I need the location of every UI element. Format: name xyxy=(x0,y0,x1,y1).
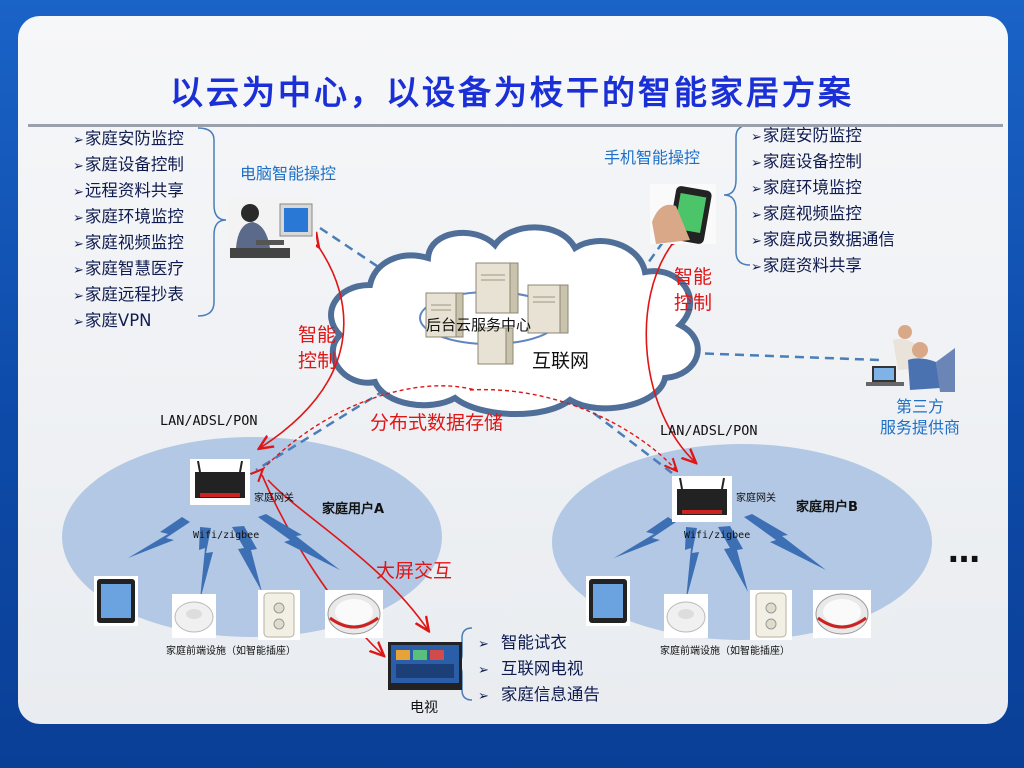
home-gateway-icon-b xyxy=(672,476,732,522)
pc-feature-list: 家庭安防监控 家庭设备控制 远程资料共享 家庭环境监控 家庭视频监控 家庭智慧医… xyxy=(73,127,184,335)
front-end-label-a: 家庭前端设施（如智能插座） xyxy=(166,646,296,657)
smart-control-left-label: 智能控制 xyxy=(298,324,337,372)
list-item: 家庭信息通告 xyxy=(478,683,600,709)
phone-feature-list: 家庭安防监控 家庭设备控制 家庭环境监控 家庭视频监控 家庭成员数据通信 家庭资… xyxy=(751,124,895,280)
server-icon xyxy=(425,262,569,365)
pc-control-label: 电脑智能操控 xyxy=(240,164,337,183)
server-center-label: 后台云服务中心 xyxy=(426,316,532,334)
front-end-label-b: 家庭前端设施（如智能插座） xyxy=(660,646,790,657)
home-b-devices xyxy=(586,576,871,640)
list-item: 家庭设备控制 xyxy=(751,150,895,176)
list-item: 家庭资料共享 xyxy=(751,254,895,280)
list-item: 家庭环境监控 xyxy=(751,176,895,202)
list-item: 家庭设备控制 xyxy=(73,153,184,179)
lan-label-left: LAN/ADSL/PON xyxy=(160,413,258,429)
tv-label: 电视 xyxy=(410,700,438,716)
distributed-storage-label: 分布式数据存储 xyxy=(370,412,504,434)
list-item: 远程资料共享 xyxy=(73,179,184,205)
home-gateway-icon-a xyxy=(190,459,250,505)
wifi-label-b: Wifi/zigbee xyxy=(684,530,751,541)
gateway-label-a: 家庭网关 xyxy=(254,493,294,504)
wireless-signal-icons xyxy=(128,514,826,600)
list-item: 家庭远程抄表 xyxy=(73,283,184,309)
smartphone-icon xyxy=(650,184,716,244)
television-icon xyxy=(388,642,462,690)
list-item: 家庭VPN xyxy=(73,309,184,335)
lan-label-right: LAN/ADSL/PON xyxy=(660,423,758,439)
list-item: 家庭安防监控 xyxy=(751,124,895,150)
list-item: 智能试衣 xyxy=(478,631,600,657)
title-divider xyxy=(28,124,1003,127)
home-user-a-label: 家庭用户A xyxy=(322,502,385,517)
list-item: 家庭安防监控 xyxy=(73,127,184,153)
more-ellipsis: … xyxy=(948,532,980,570)
list-item: 家庭成员数据通信 xyxy=(751,228,895,254)
computer-user-icon xyxy=(228,196,316,260)
big-screen-label: 大屏交互 xyxy=(376,560,453,582)
internet-label: 互联网 xyxy=(532,350,590,372)
list-item: 互联网电视 xyxy=(478,657,600,683)
phone-control-label: 手机智能操控 xyxy=(604,148,701,167)
list-item: 家庭视频监控 xyxy=(751,202,895,228)
tv-feature-list: 智能试衣 互联网电视 家庭信息通告 xyxy=(478,631,600,709)
list-item: 家庭视频监控 xyxy=(73,231,184,257)
third-party-label: 第三方服务提供商 xyxy=(879,397,960,437)
third-party-provider-icon xyxy=(866,325,955,392)
home-a-ellipse xyxy=(62,437,442,637)
storage-arrows xyxy=(262,385,676,470)
wifi-label-a: Wifi/zigbee xyxy=(193,530,260,541)
gateway-label-b: 家庭网关 xyxy=(736,493,776,504)
list-item: 家庭智慧医疗 xyxy=(73,257,184,283)
smart-control-right-label: 智能控制 xyxy=(674,266,713,314)
home-user-b-label: 家庭用户B xyxy=(796,500,858,515)
page-title: 以云为中心，以设备为枝干的智能家居方案 xyxy=(170,73,854,112)
home-a-devices xyxy=(94,576,383,640)
list-item: 家庭环境监控 xyxy=(73,205,184,231)
